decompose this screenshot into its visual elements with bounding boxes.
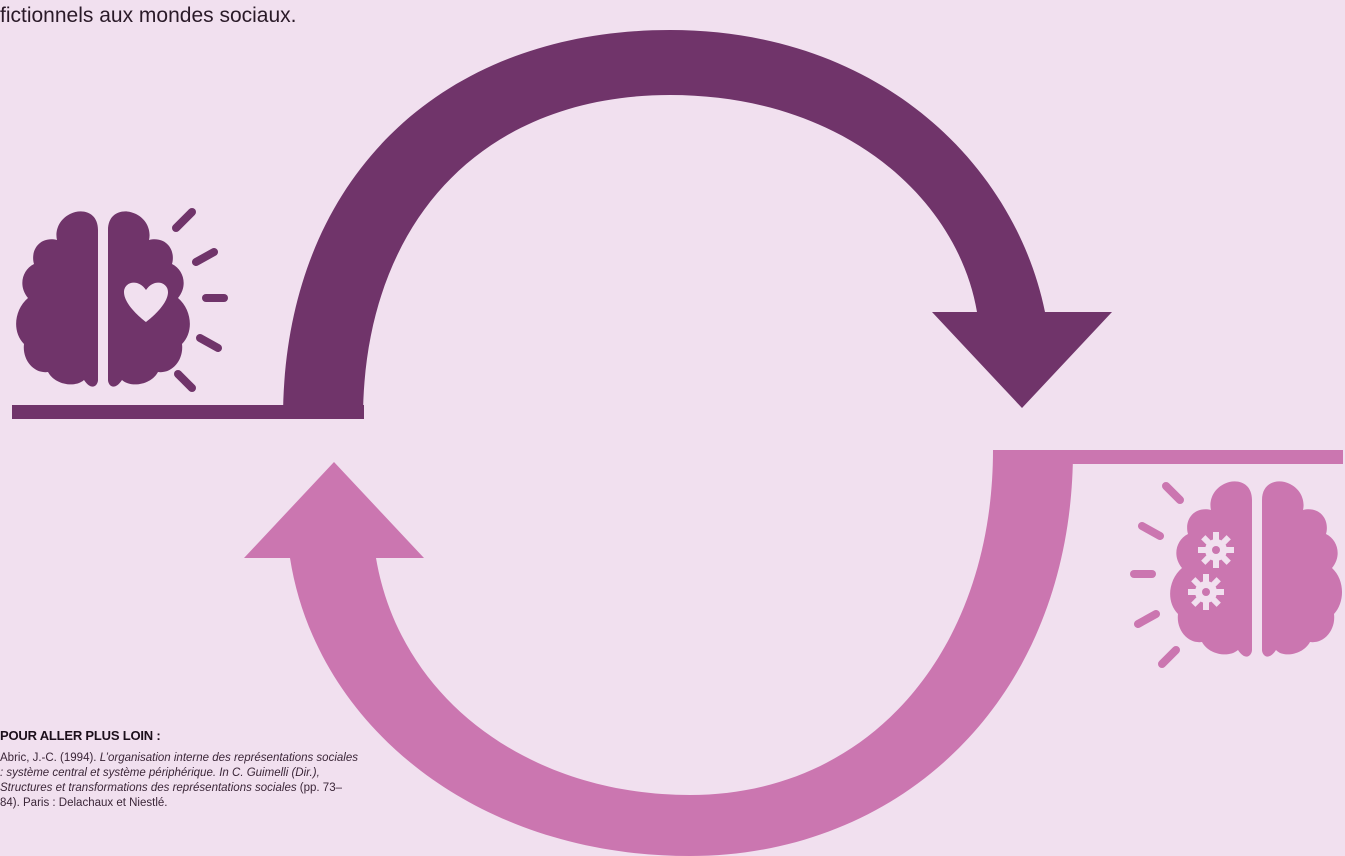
top-arrow-baseline xyxy=(12,405,364,419)
gear-icon xyxy=(1188,574,1224,610)
brain-left-hemisphere xyxy=(16,211,98,387)
bottom-cycle-arrow xyxy=(244,450,1343,856)
ray xyxy=(1138,522,1164,540)
brain-right-hemisphere xyxy=(1262,481,1343,657)
ray xyxy=(174,370,196,392)
reference-publisher: (pp. 73–84). Paris : Delachaux et Niestl… xyxy=(0,782,342,809)
top-arc xyxy=(283,30,1045,419)
reference-title: L’organisation interne des représentatio… xyxy=(0,752,358,794)
bottom-arc xyxy=(290,450,1073,856)
ray xyxy=(172,208,196,232)
brain-left-hemisphere xyxy=(1170,481,1252,657)
further-reading: POUR ALLER PLUS LOIN : Abric, J.-C. (199… xyxy=(0,728,360,811)
ray xyxy=(1162,482,1184,504)
reference-authors: Abric, J.-C. (1994). xyxy=(0,752,100,764)
ray xyxy=(1158,646,1180,668)
brain-gears-icon xyxy=(1130,481,1343,668)
gear-icon xyxy=(1198,532,1234,568)
top-arrow-head xyxy=(932,312,1112,408)
bottom-arrow-baseline xyxy=(993,450,1343,464)
reference: Abric, J.-C. (1994). L’organisation inte… xyxy=(0,751,360,811)
bottom-arrow-head xyxy=(244,462,424,558)
top-cycle-arrow xyxy=(12,30,1112,419)
ray xyxy=(1134,610,1160,628)
brain-heart-icon xyxy=(16,208,228,392)
further-reading-heading: POUR ALLER PLUS LOIN : xyxy=(0,728,161,743)
ray xyxy=(192,248,218,266)
ray xyxy=(196,334,222,352)
heart-icon xyxy=(124,282,168,322)
intro-text: fictionnels aux mondes sociaux. xyxy=(0,4,297,27)
